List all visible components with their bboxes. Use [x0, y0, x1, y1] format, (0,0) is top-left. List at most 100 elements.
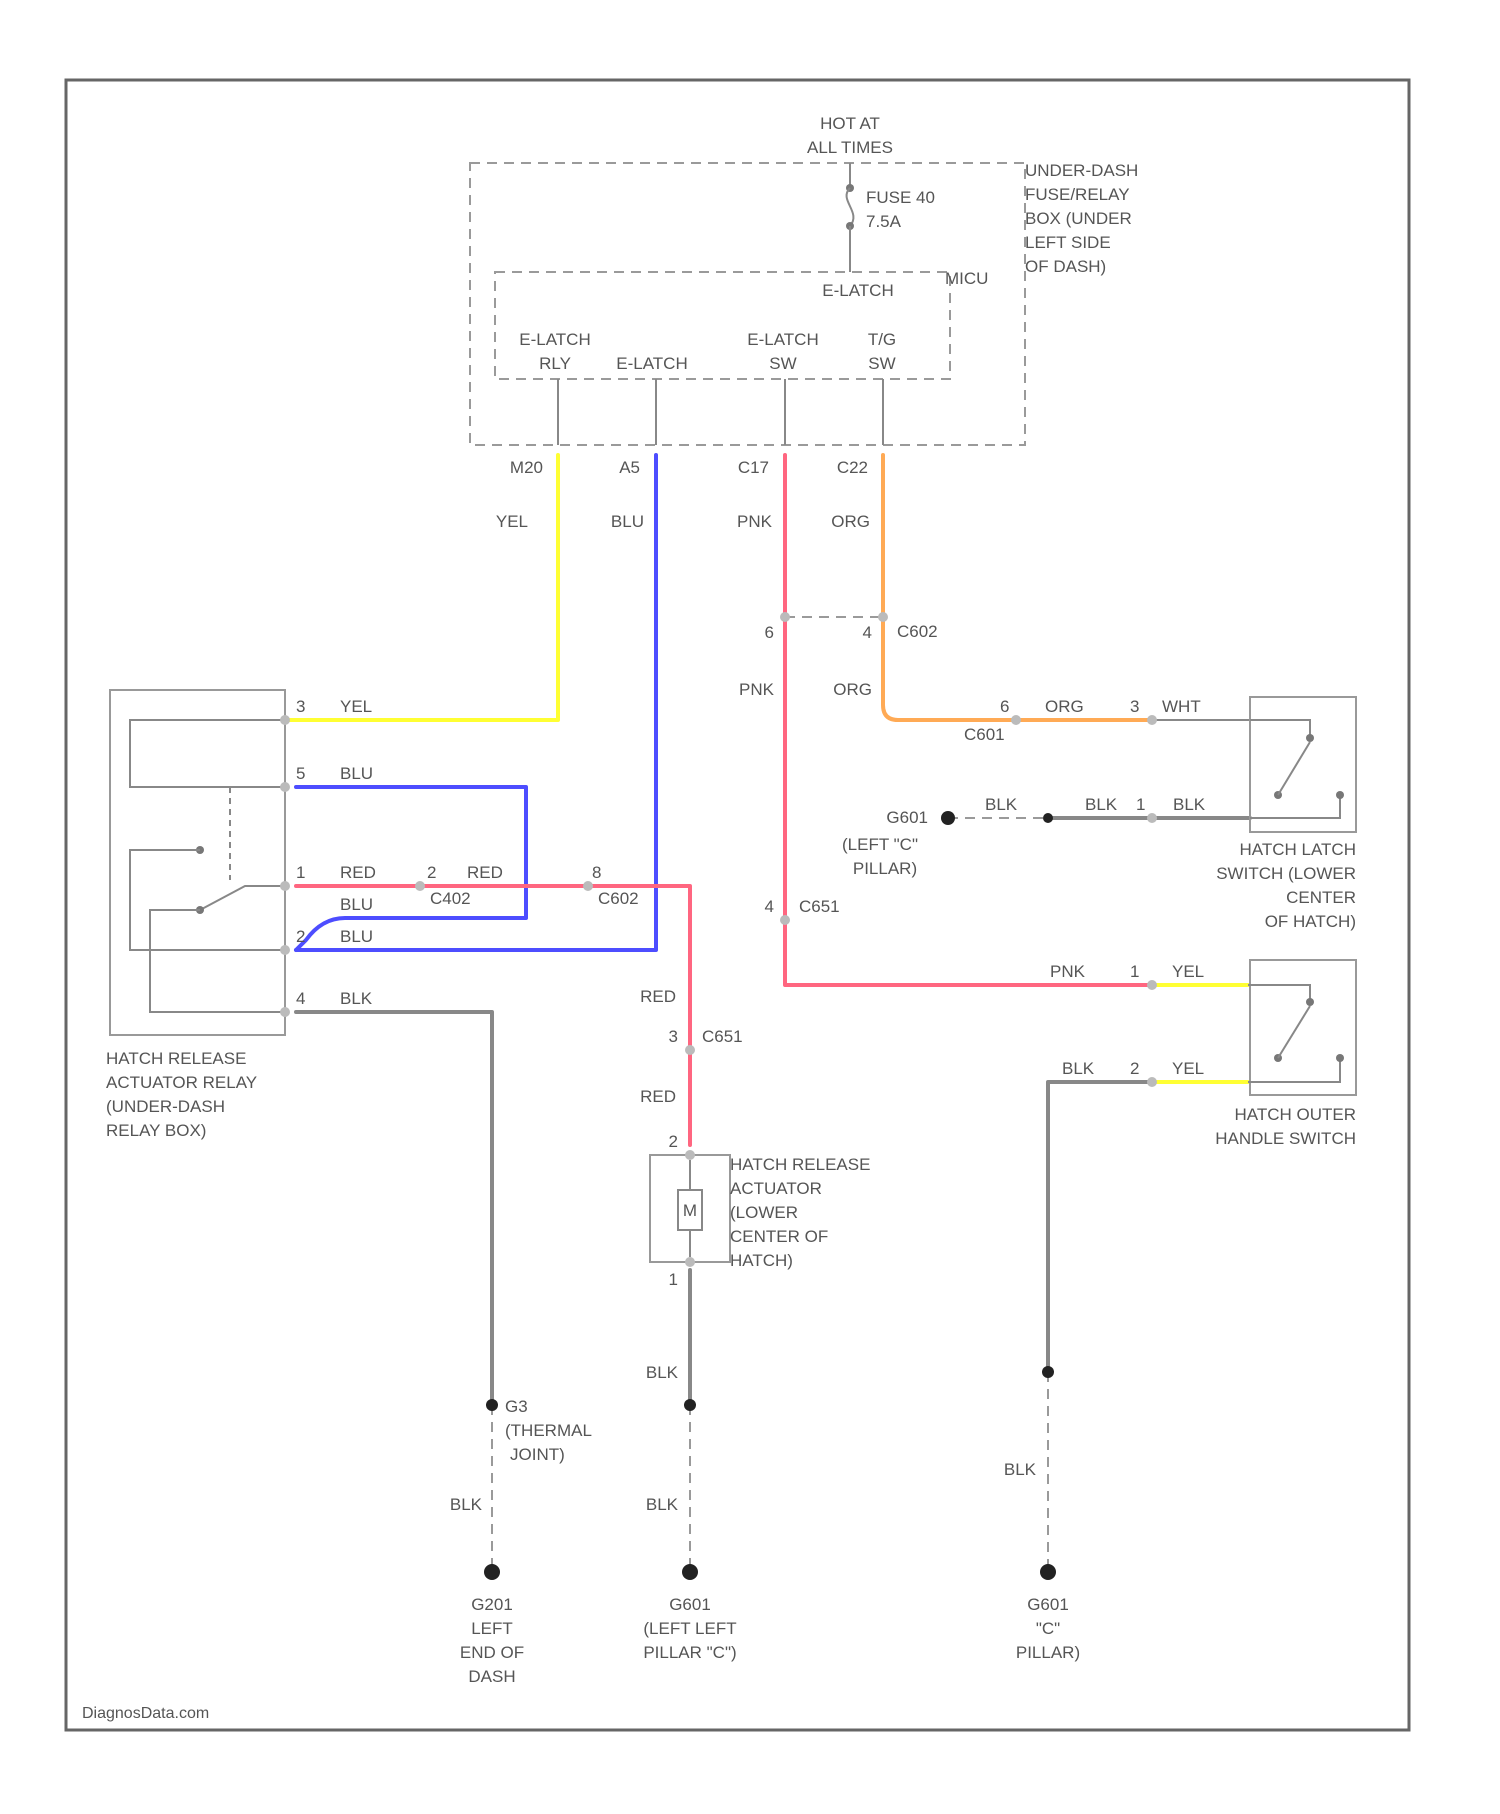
ground-g601-left-pillar: G601 (LEFT LEFT PILLAR "C") — [643, 1564, 736, 1662]
svg-text:8: 8 — [592, 863, 601, 882]
svg-text:4: 4 — [765, 897, 774, 916]
svg-text:OF HATCH): OF HATCH) — [1265, 912, 1356, 931]
wire-blk-outer-pin2 — [1048, 1082, 1152, 1372]
wire-org-c22 — [883, 455, 1152, 720]
svg-text:BLK: BLK — [985, 795, 1018, 814]
svg-text:G3: G3 — [505, 1397, 528, 1416]
svg-text:1: 1 — [296, 863, 305, 882]
relay-line-4: RELAY BOX) — [106, 1121, 206, 1140]
svg-text:BLU: BLU — [340, 927, 373, 946]
ground-g201: G201 LEFT END OF DASH — [460, 1564, 524, 1686]
svg-text:PILLAR "C"): PILLAR "C") — [643, 1643, 736, 1662]
svg-text:HANDLE SWITCH: HANDLE SWITCH — [1215, 1129, 1356, 1148]
svg-text:BLU: BLU — [340, 764, 373, 783]
wire-label-org-mid: ORG — [833, 680, 872, 699]
svg-text:C602: C602 — [897, 622, 938, 641]
svg-text:C601: C601 — [964, 725, 1005, 744]
fuse-box-line-5: OF DASH) — [1025, 257, 1106, 276]
svg-text:RED: RED — [467, 863, 503, 882]
svg-text:"C": "C" — [1036, 1619, 1060, 1638]
svg-text:2: 2 — [296, 927, 305, 946]
micu-label: MICU — [945, 269, 988, 288]
svg-text:4: 4 — [863, 623, 872, 642]
e-latch-rly-label-1: E-LATCH — [519, 330, 590, 349]
svg-text:(LOWER: (LOWER — [730, 1203, 798, 1222]
svg-text:5: 5 — [296, 764, 305, 783]
fuse-box-line-2: FUSE/RELAY — [1025, 185, 1130, 204]
svg-text:WHT: WHT — [1162, 697, 1201, 716]
pin-c17-label: C17 — [738, 458, 769, 477]
wire-label-yel-top: YEL — [496, 512, 528, 531]
svg-text:2: 2 — [669, 1132, 678, 1151]
fuse-amp-label: 7.5A — [866, 212, 902, 231]
svg-text:JOINT): JOINT) — [510, 1445, 565, 1464]
wire-label-pnk-top: PNK — [737, 512, 773, 531]
svg-text:C402: C402 — [430, 889, 471, 908]
tg-sw-label-2: SW — [868, 354, 895, 373]
svg-text:YEL: YEL — [1172, 962, 1204, 981]
wire-yel-m20 — [290, 455, 558, 720]
svg-text:PILLAR): PILLAR) — [1016, 1643, 1080, 1662]
e-latch-sw-label-1: E-LATCH — [747, 330, 818, 349]
svg-text:CENTER OF: CENTER OF — [730, 1227, 828, 1246]
svg-text:RED: RED — [340, 863, 376, 882]
svg-text:PILLAR): PILLAR) — [853, 859, 917, 878]
svg-text:1: 1 — [1130, 962, 1139, 981]
svg-text:HATCH): HATCH) — [730, 1251, 793, 1270]
hatch-release-actuator: M 2 1 HATCH RELEASE ACTUATOR (LOWER CENT… — [650, 1132, 870, 1289]
svg-text:G601: G601 — [886, 808, 928, 827]
svg-text:3: 3 — [296, 697, 305, 716]
wire-label-blk-g3: BLK — [646, 1495, 679, 1514]
relay-line-3: (UNDER-DASH — [106, 1097, 225, 1116]
all-times-label: ALL TIMES — [807, 138, 893, 157]
tg-sw-label-1: T/G — [868, 330, 896, 349]
svg-text:G601: G601 — [669, 1595, 711, 1614]
svg-text:2: 2 — [427, 863, 436, 882]
relay-line-1: HATCH RELEASE — [106, 1049, 246, 1068]
svg-text:G601: G601 — [1027, 1595, 1069, 1614]
svg-text:DASH: DASH — [468, 1667, 515, 1686]
splice-outer-ground — [1042, 1366, 1054, 1378]
wire-label-blu-top: BLU — [611, 512, 644, 531]
svg-text:BLK: BLK — [1173, 795, 1206, 814]
svg-text:(LEFT LEFT: (LEFT LEFT — [643, 1619, 736, 1638]
pin-m20-label: M20 — [510, 458, 543, 477]
under-dash-fuse-relay-box: HOT AT ALL TIMES FUSE 40 7.5A UNDER-DASH… — [470, 114, 1138, 477]
fuse-40-label: FUSE 40 — [866, 188, 935, 207]
actuator-motor-label: M — [683, 1201, 697, 1220]
svg-text:PNK: PNK — [1050, 962, 1086, 981]
pin-a5-label: A5 — [619, 458, 640, 477]
svg-text:CENTER: CENTER — [1286, 888, 1356, 907]
wire-label-blk-g2: BLK — [450, 1495, 483, 1514]
splice-actuator-ground — [684, 1399, 696, 1411]
e-latch-sw-label-2: SW — [769, 354, 796, 373]
e-latch-top-label: E-LATCH — [822, 281, 893, 300]
svg-text:1: 1 — [669, 1270, 678, 1289]
fuse-box-line-4: LEFT SIDE — [1025, 233, 1111, 252]
svg-text:2: 2 — [1130, 1059, 1139, 1078]
svg-text:C651: C651 — [799, 897, 840, 916]
hatch-release-actuator-relay: 3 YEL 5 BLU 1 RED BLU 2 BLU 4 BLK HATCH … — [106, 690, 376, 1140]
relay-line-2: ACTUATOR RELAY — [106, 1073, 257, 1092]
svg-text:HATCH RELEASE: HATCH RELEASE — [730, 1155, 870, 1174]
svg-text:ORG: ORG — [1045, 697, 1084, 716]
svg-text:SWITCH (LOWER: SWITCH (LOWER — [1216, 864, 1356, 883]
watermark: DiagnosData.com — [82, 1705, 209, 1722]
wire-label-org-top: ORG — [831, 512, 870, 531]
svg-text:LEFT: LEFT — [471, 1619, 513, 1638]
hatch-outer-handle-switch: PNK 1 YEL BLK 2 YEL HATCH OUTER HANDLE S… — [1050, 960, 1356, 1148]
svg-text:END OF: END OF — [460, 1643, 524, 1662]
e-latch-mid-label: E-LATCH — [616, 354, 687, 373]
wire-label-red-1: RED — [640, 987, 676, 1006]
svg-text:1: 1 — [1136, 795, 1145, 814]
wire-label-blk-act: BLK — [646, 1363, 679, 1382]
svg-text:3: 3 — [1130, 697, 1139, 716]
svg-text:3: 3 — [669, 1027, 678, 1046]
svg-text:4: 4 — [296, 989, 305, 1008]
svg-text:G201: G201 — [471, 1595, 513, 1614]
pin-c22-label: C22 — [837, 458, 868, 477]
svg-text:YEL: YEL — [340, 697, 372, 716]
wire-label-blk-g4: BLK — [1004, 1460, 1037, 1479]
ground-g601-c-pillar: G601 "C" PILLAR) — [1016, 1564, 1080, 1662]
